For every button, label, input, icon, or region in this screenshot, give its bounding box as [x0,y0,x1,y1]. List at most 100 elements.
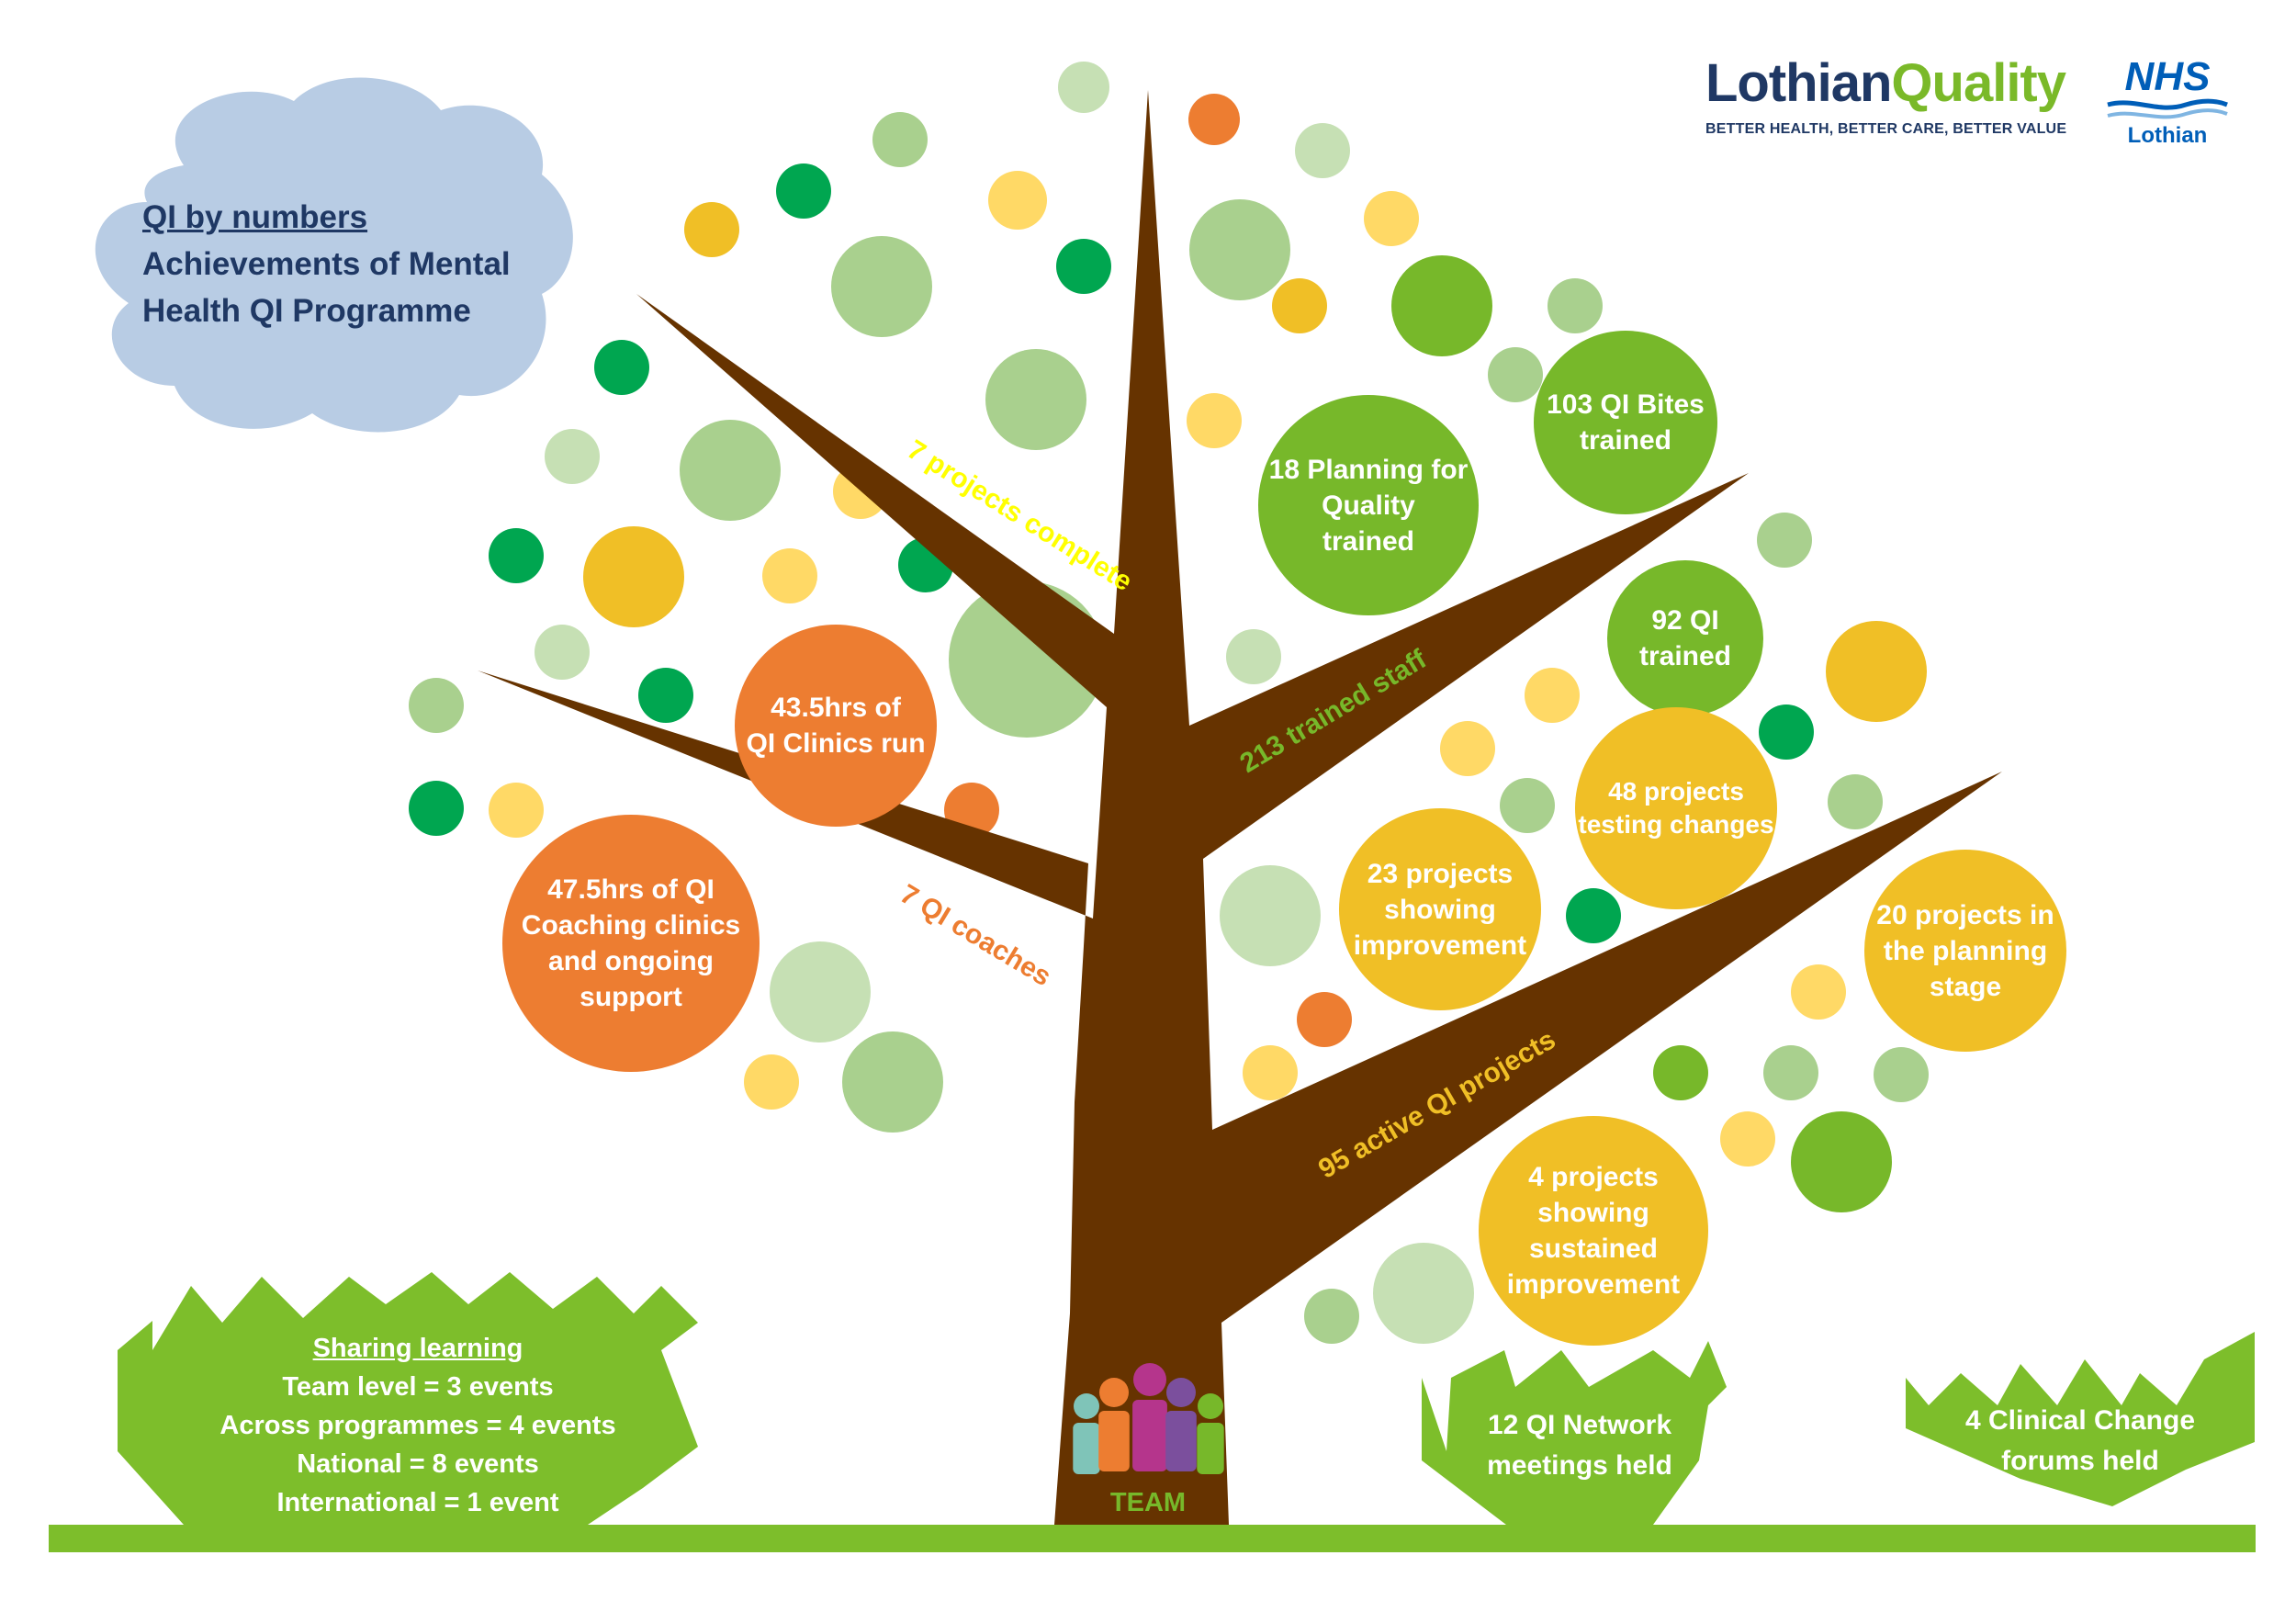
decor-circle [744,1054,799,1110]
decor-circle [409,781,464,836]
decor-circle [1525,668,1580,723]
team-figure-head [1133,1363,1166,1396]
title-cloud [95,77,573,433]
grass-forums [1906,1332,2255,1506]
grass-sharing [118,1272,698,1525]
nhs-board-name: Lothian [2127,123,2208,148]
logo-tagline: BETTER HEALTH, BETTER CARE, BETTER VALUE [1705,121,2067,137]
testing-circle [1575,707,1777,909]
decor-circle [831,236,932,337]
decor-circle [1759,704,1814,760]
decor-circle [1304,1289,1359,1344]
sharing-line-national: National = 8 events [297,1449,539,1480]
decor-circle [680,420,781,521]
improvement-circle [1339,808,1541,1010]
decor-circle [638,668,693,723]
team-figure-body [1098,1411,1130,1471]
sharing-line-international: International = 1 event [276,1488,559,1518]
logo-brand-quality: Quality [1891,53,2066,113]
sharing-line-team: Team level = 3 events [282,1372,554,1403]
decor-circle [1188,94,1240,145]
decor-circle [1058,62,1109,113]
tree-trunk-and-branches [478,90,2002,1525]
nhs-wordmark: NHS [2124,54,2211,99]
decor-circle [1548,278,1603,333]
coaching-circle [502,815,760,1072]
decor-circle [1364,191,1419,246]
team-figure-body [1197,1423,1224,1474]
decor-circle [1226,629,1281,684]
decor-circle [489,528,544,583]
logo-brand-lothian: Lothian [1705,53,1892,113]
qi-bites-circle [1534,331,1717,514]
decor-circle [1566,888,1621,943]
title-line-1: Achievements of Mental [142,245,511,282]
decor-circle [1874,1047,1929,1102]
decor-circle [684,202,739,257]
decor-circle [1391,255,1492,356]
sharing-line-programmes: Across programmes = 4 events [219,1411,616,1441]
decor-circle [1056,239,1111,294]
team-figure-body [1073,1423,1100,1474]
decor-circle [583,526,684,627]
decor-circle [1488,347,1543,402]
grass-network [1422,1341,1727,1525]
sharing-heading: Sharing learning [312,1334,523,1363]
decor-circle [409,678,464,733]
decor-circle [872,112,928,167]
decor-circle [1220,865,1321,966]
decor-circle [535,625,590,680]
decor-circle [988,171,1047,230]
decor-circle [1757,513,1812,568]
decor-circle [1653,1045,1708,1100]
team-figure-head [1198,1393,1223,1419]
decor-circle [1791,1111,1892,1212]
ground-strip [49,1525,2256,1552]
team-label: TEAM [1109,1488,1187,1517]
decor-circle [1791,964,1846,1020]
sustained-circle [1479,1116,1708,1346]
decor-circle [1272,278,1327,333]
decor-circle [770,941,871,1043]
decor-circle [1826,621,1927,722]
title-text-block: QI by numbers Achievements of Mental Hea… [142,195,511,334]
decor-circle [1828,774,1883,829]
decor-circle [1187,393,1242,448]
team-figure-body [1132,1400,1167,1471]
decor-circle [1763,1045,1818,1100]
decor-circle [762,548,817,603]
decor-circle [776,163,831,219]
team-figure-body [1165,1411,1197,1471]
decor-circle [985,349,1086,450]
decor-circle [1297,992,1352,1047]
team-figure-head [1099,1378,1129,1407]
decorative-circles [409,62,1929,1344]
decor-circle [1500,778,1555,833]
decor-circle [842,1031,943,1133]
decor-circle [545,429,600,484]
nhs-wave-icon [2107,98,2228,119]
planning-stage-circle [1864,850,2066,1052]
decor-circle [1243,1045,1298,1100]
team-figure-head [1166,1378,1196,1407]
decor-circle [1720,1111,1775,1167]
decor-circle [1440,721,1495,776]
decor-circle [1295,123,1350,178]
title-line-2: Health QI Programme [142,292,471,329]
nhs-lothian-logo: NHS Lothian [2103,57,2232,149]
decor-circle [1373,1243,1474,1344]
decor-circle [594,340,649,395]
stat-circles [502,331,2066,1346]
qi-trained-circle [1607,560,1763,716]
